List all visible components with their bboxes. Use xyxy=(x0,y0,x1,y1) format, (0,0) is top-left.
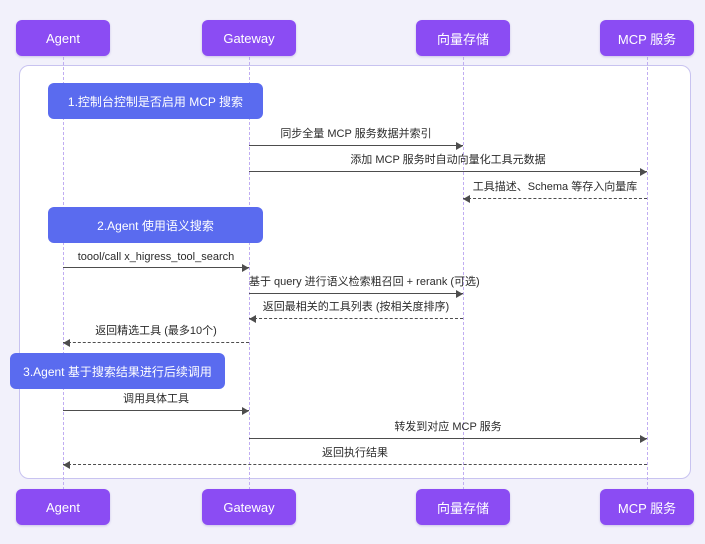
message-line xyxy=(249,293,463,294)
actor-mcp-service-top: MCP 服务 xyxy=(600,20,694,56)
message-line xyxy=(249,145,463,146)
message-return-execution-result: 返回执行结果 xyxy=(63,444,647,469)
message-label: 基于 query 进行语义检索粗召回 + rerank (可选) xyxy=(249,276,480,288)
message-line xyxy=(63,267,249,268)
lifeline-vector-store xyxy=(463,57,464,490)
message-semantic-retrieval-rerank: 基于 query 进行语义检索粗召回 + rerank (可选) xyxy=(249,273,480,298)
message-line xyxy=(63,342,249,343)
lifeline-gateway xyxy=(249,57,250,490)
arrow-left-icon xyxy=(63,339,70,347)
arrow-right-icon xyxy=(456,290,463,298)
lifeline-mcp-service xyxy=(647,57,648,490)
actor-gateway-top: Gateway xyxy=(202,20,296,56)
message-return-relevant-tool-list: 返回最相关的工具列表 (按相关度排序) xyxy=(249,298,463,323)
message-line xyxy=(249,171,647,172)
message-label: 工具描述、Schema 等存入向量库 xyxy=(472,181,638,193)
arrow-left-icon xyxy=(249,315,256,323)
message-forward-to-mcp-service: 转发到对应 MCP 服务 xyxy=(249,418,647,443)
message-sync-full-mcp-data: 同步全量 MCP 服务数据并索引 xyxy=(249,125,463,150)
arrow-left-icon xyxy=(463,195,470,203)
message-label: 返回最相关的工具列表 (按相关度排序) xyxy=(262,301,450,313)
note-agent-semantic-search: 2.Agent 使用语义搜索 xyxy=(48,207,263,243)
message-line xyxy=(249,438,647,439)
message-label: 同步全量 MCP 服务数据并索引 xyxy=(280,128,432,140)
actor-agent-top: Agent xyxy=(16,20,110,56)
message-line xyxy=(463,198,647,199)
message-label: 调用具体工具 xyxy=(123,393,189,405)
arrow-right-icon xyxy=(242,407,249,415)
arrow-right-icon xyxy=(640,435,647,443)
message-label: 返回执行结果 xyxy=(322,447,388,459)
arrow-left-icon xyxy=(63,461,70,469)
message-label: 转发到对应 MCP 服务 xyxy=(394,421,502,433)
arrow-right-icon xyxy=(640,168,647,176)
message-auto-vectorize-tool-metadata: 添加 MCP 服务时自动向量化工具元数据 xyxy=(249,151,647,176)
message-line xyxy=(63,464,647,465)
actor-gateway-bottom: Gateway xyxy=(202,489,296,525)
message-label: 返回精选工具 (最多10个) xyxy=(95,325,217,337)
actor-mcp-service-bottom: MCP 服务 xyxy=(600,489,694,525)
message-line xyxy=(63,410,249,411)
message-return-curated-tools: 返回精选工具 (最多10个) xyxy=(63,322,249,347)
message-call-specific-tool: 调用具体工具 xyxy=(63,390,249,415)
message-tool-call-higress-tool-search: toool/call x_higress_tool_search xyxy=(63,247,249,272)
actor-vector-store-bottom: 向量存储 xyxy=(416,489,510,525)
message-label: toool/call x_higress_tool_search xyxy=(77,251,235,263)
message-store-tool-desc-schema: 工具描述、Schema 等存入向量库 xyxy=(463,178,647,203)
note-console-toggle-mcp-search: 1.控制台控制是否启用 MCP 搜索 xyxy=(48,83,263,119)
actor-agent-bottom: Agent xyxy=(16,489,110,525)
lifeline-agent xyxy=(63,57,64,490)
actor-vector-store-top: 向量存储 xyxy=(416,20,510,56)
note-agent-follow-up-calls: 3.Agent 基于搜索结果进行后续调用 xyxy=(10,353,225,389)
message-line xyxy=(249,318,463,319)
arrow-right-icon xyxy=(242,264,249,272)
arrow-right-icon xyxy=(456,142,463,150)
message-label: 添加 MCP 服务时自动向量化工具元数据 xyxy=(350,154,546,166)
